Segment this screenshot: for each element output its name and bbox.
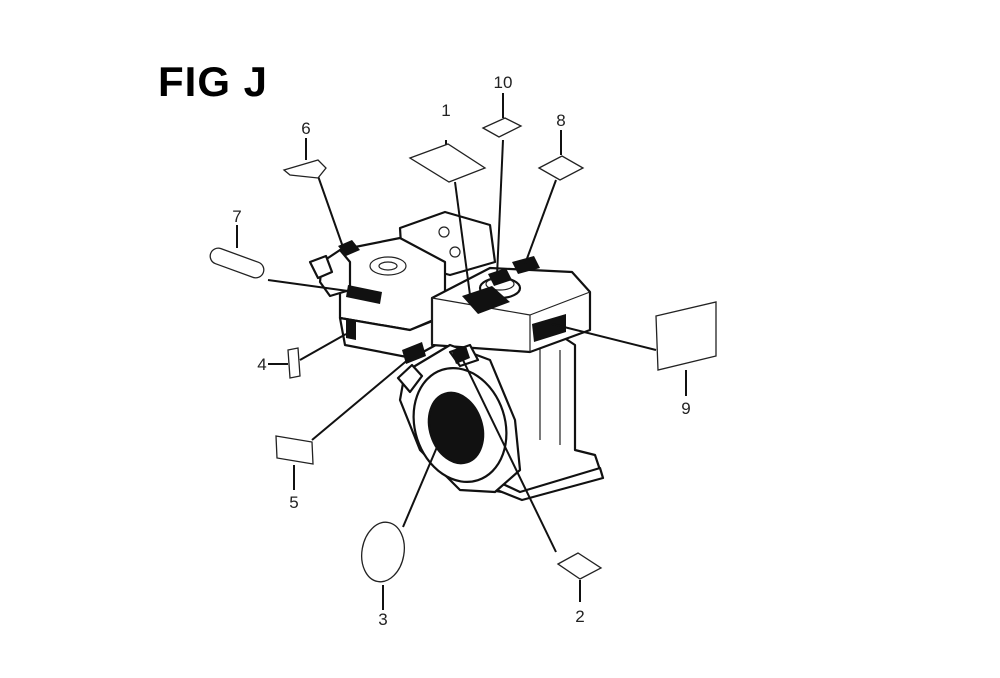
decal-area-4 <box>346 318 356 340</box>
label-9-shape <box>655 301 717 371</box>
label-8-shape <box>537 155 585 181</box>
callout-2: 2 <box>575 607 584 626</box>
callout-1: 1 <box>441 101 450 120</box>
decal-area-1 <box>462 286 510 314</box>
decal-area-6 <box>338 240 360 256</box>
label-7-shape <box>209 247 265 279</box>
decal-area-2 <box>452 346 470 364</box>
callout-3: 3 <box>378 610 387 629</box>
callout-9: 9 <box>681 399 690 418</box>
callout-numbers: 1 2 3 4 5 6 7 8 9 10 <box>232 73 690 629</box>
decal-area-9 <box>532 314 566 342</box>
callout-7: 7 <box>232 207 241 226</box>
figure-title: FIG J <box>158 58 269 105</box>
callout-4: 4 <box>257 355 266 374</box>
callout-8: 8 <box>556 111 565 130</box>
engine-illustration <box>308 210 605 502</box>
starter-grip <box>396 363 424 394</box>
label-6-shape <box>282 159 327 179</box>
label-4-shape <box>287 347 301 379</box>
decal-area-8 <box>512 256 540 274</box>
label-10-shape <box>481 117 523 138</box>
label-1-shape <box>408 143 487 183</box>
label-3-shape <box>361 521 405 583</box>
label-shapes <box>209 117 717 583</box>
label-5-shape <box>275 435 314 465</box>
decal-area-7 <box>346 285 382 304</box>
callout-6: 6 <box>301 119 310 138</box>
leader-lines <box>236 93 687 610</box>
label-2-shape <box>556 552 603 580</box>
callout-10: 10 <box>494 73 513 92</box>
decal-area-10 <box>488 268 512 286</box>
callout-5: 5 <box>289 493 298 512</box>
